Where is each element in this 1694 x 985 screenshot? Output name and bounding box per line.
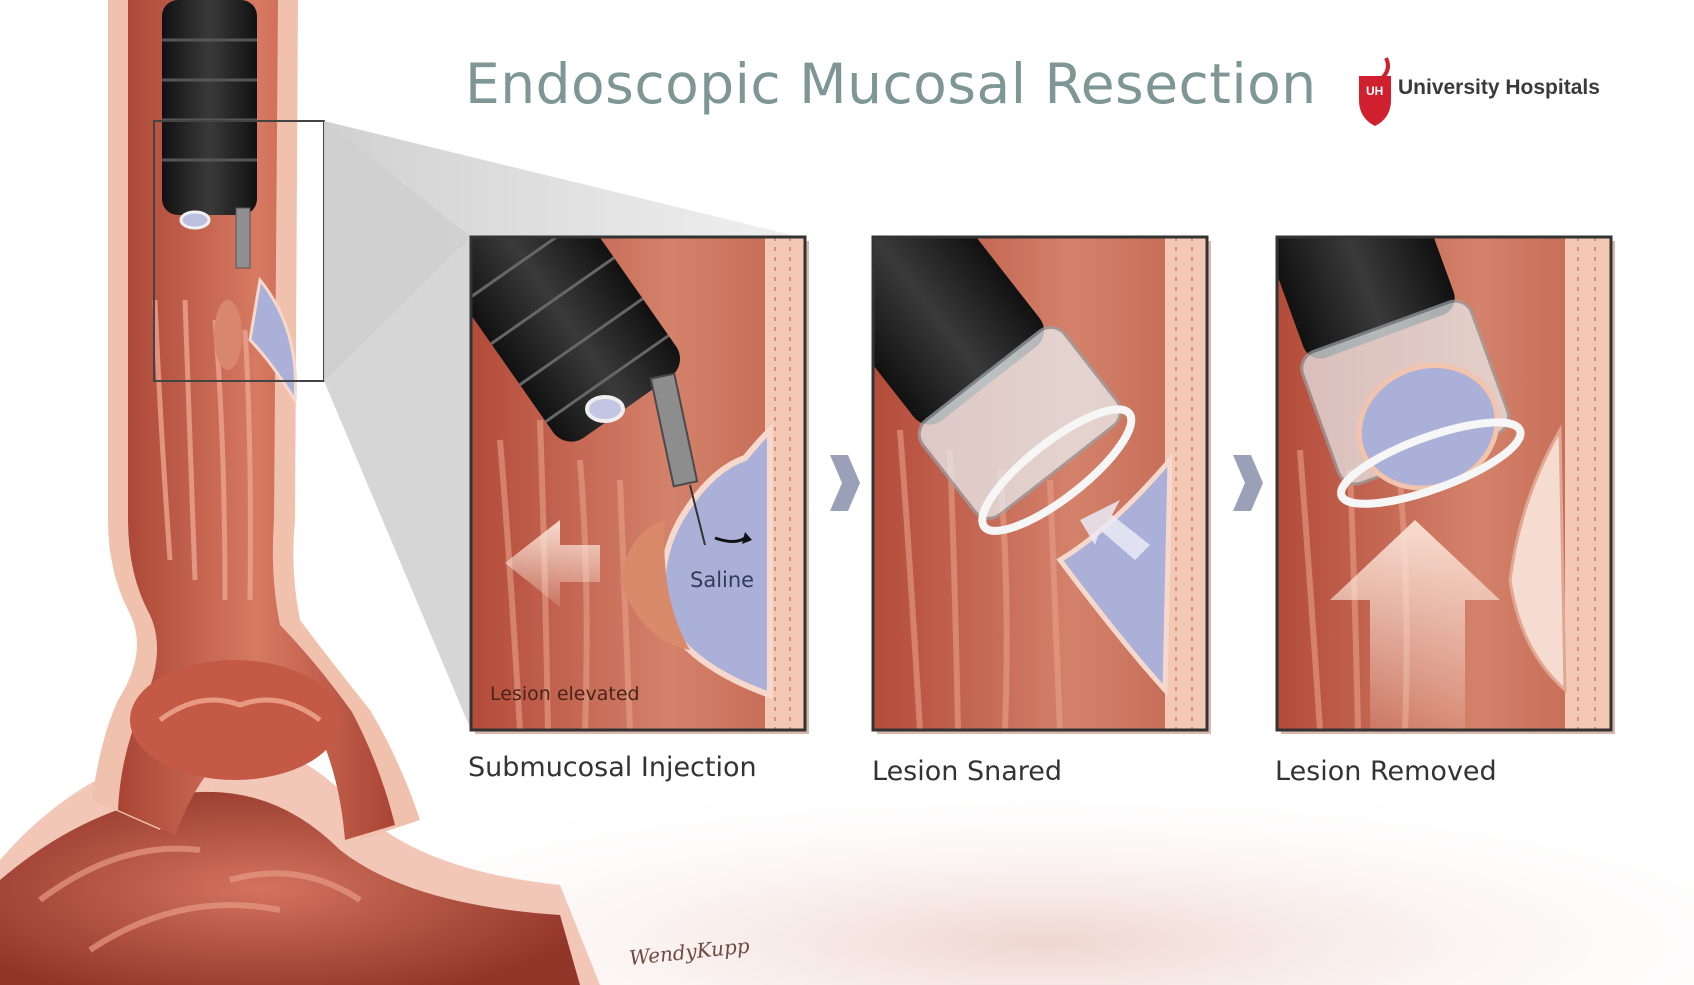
logo-text: University Hospitals xyxy=(1398,76,1600,100)
step-arrow-2 xyxy=(1233,455,1263,511)
caption-lesion-removed: Lesion Removed xyxy=(1275,756,1497,787)
saline-label: Saline xyxy=(690,568,754,592)
page-title: Endoscopic Mucosal Resection xyxy=(465,52,1317,116)
step-arrow-1 xyxy=(830,455,860,511)
logo-badge-text: UH xyxy=(1366,84,1383,98)
lesion-elevated-label: Lesion elevated xyxy=(490,683,640,705)
university-hospitals-logo-mark: UH xyxy=(1359,58,1391,126)
panel-lesion-removed xyxy=(1251,182,1615,734)
panel-lesion-snared xyxy=(787,161,1211,734)
caption-submucosal-injection: Submucosal Injection xyxy=(468,752,757,783)
panel-submucosal-injection xyxy=(434,176,809,734)
caption-lesion-snared: Lesion Snared xyxy=(872,756,1062,787)
